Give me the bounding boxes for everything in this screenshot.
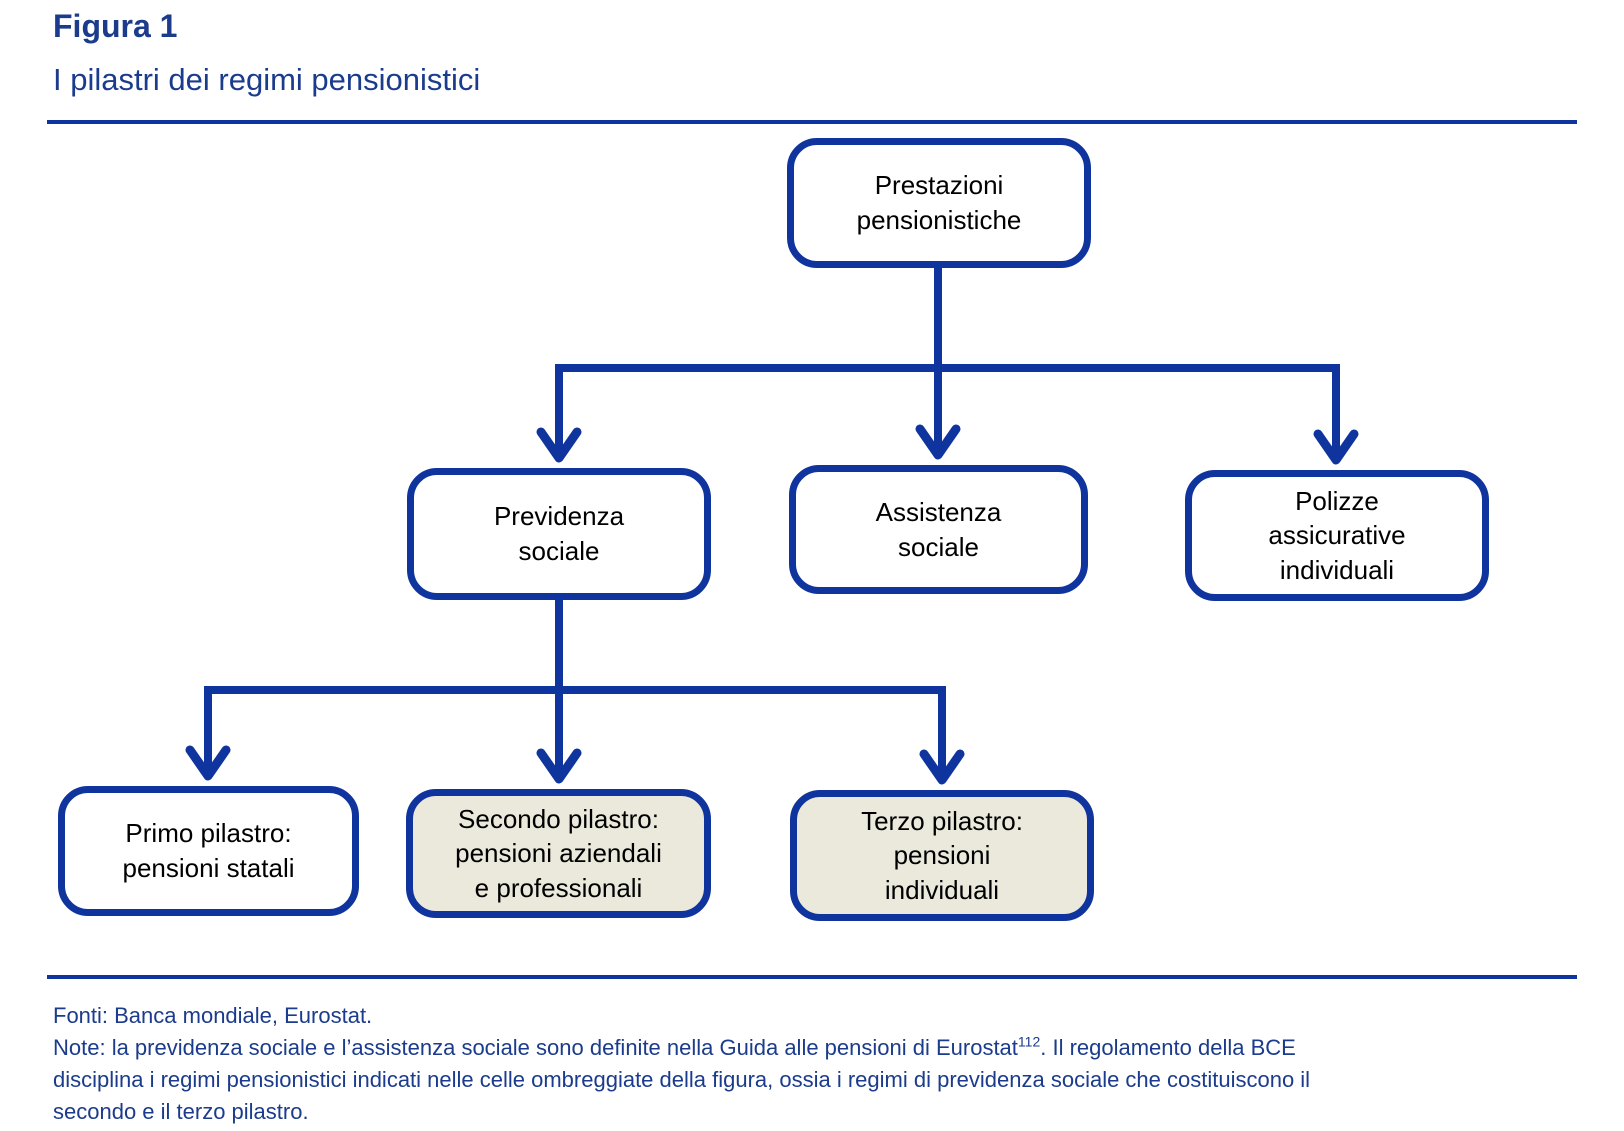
- node-polizze-assicurative-individuali: Polizze assicurative individuali: [1185, 470, 1489, 601]
- footer-note-text: Note: la previdenza sociale e l’assisten…: [53, 1035, 1018, 1060]
- node-label: Prestazioni pensionistiche: [856, 170, 1022, 235]
- footer-notes: Fonti: Banca mondiale, Eurostat. Note: l…: [53, 1000, 1577, 1128]
- figure-title: I pilastri dei regimi pensionistici: [53, 62, 481, 97]
- footer-sources: Fonti: Banca mondiale, Eurostat.: [53, 1003, 373, 1028]
- footer-note-text: . Il regolamento della BCE: [1040, 1035, 1296, 1060]
- node-terzo-pilastro: Terzo pilastro: pensioni individuali: [790, 790, 1094, 921]
- node-label: Previdenza sociale: [493, 501, 625, 566]
- title-divider: [47, 120, 1577, 124]
- footer-note-line1: Note: la previdenza sociale e l’assisten…: [53, 1032, 1577, 1064]
- node-secondo-pilastro: Secondo pilastro: pensioni aziendali e p…: [406, 789, 711, 918]
- footnote-superscript: 112: [1017, 1033, 1041, 1050]
- figure-label: Figura 1: [53, 8, 178, 44]
- footer-divider: [47, 975, 1577, 979]
- node-assistenza-sociale: Assistenza sociale: [789, 465, 1088, 594]
- node-prestazioni-pensionistiche: Prestazioni pensionistiche: [787, 138, 1091, 268]
- node-primo-pilastro: Primo pilastro: pensioni statali: [58, 786, 359, 916]
- node-previdenza-sociale: Previdenza sociale: [407, 468, 711, 600]
- footer-note-line3: secondo e il terzo pilastro.: [53, 1099, 309, 1124]
- footer-note-line2: disciplina i regimi pensionistici indica…: [53, 1067, 1311, 1092]
- node-label: Polizze assicurative individuali: [1268, 485, 1406, 585]
- node-label: Primo pilastro: pensioni statali: [122, 818, 295, 883]
- node-label: Assistenza sociale: [875, 496, 1002, 562]
- node-label: Secondo pilastro: pensioni aziendali e p…: [455, 803, 662, 903]
- node-label: Terzo pilastro: pensioni individuali: [861, 805, 1023, 905]
